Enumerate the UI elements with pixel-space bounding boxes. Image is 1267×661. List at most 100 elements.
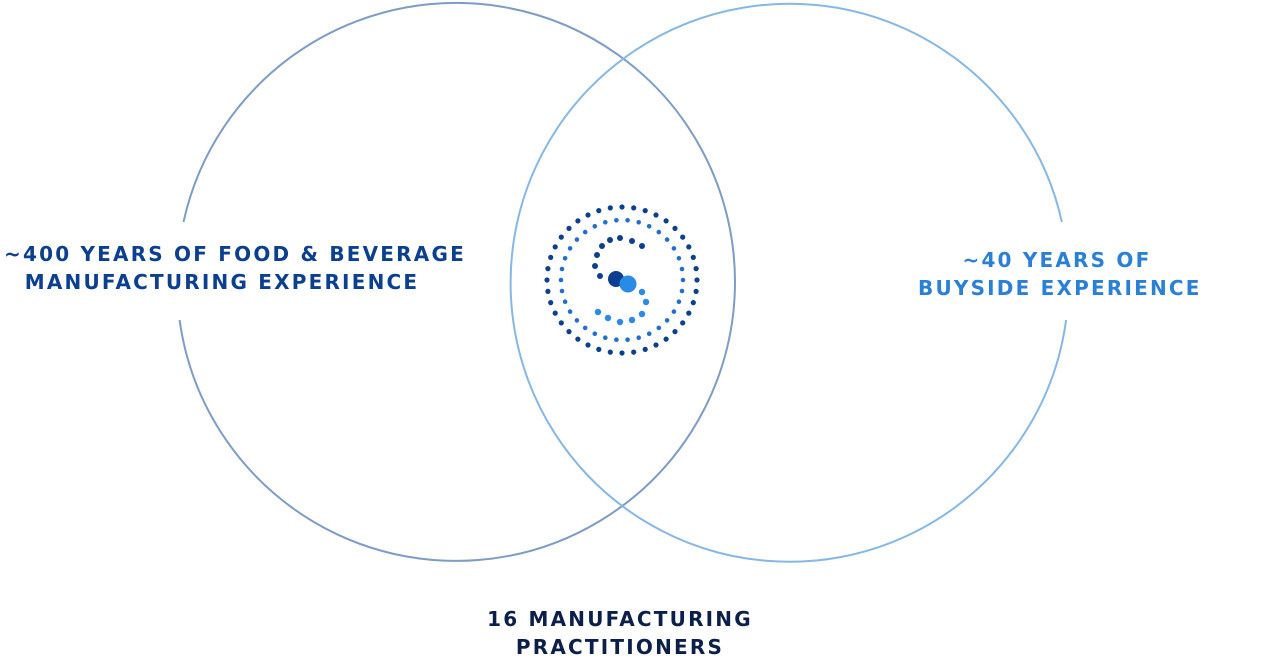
logo-inner-dot [646,331,652,337]
logo-inner-dot [559,288,565,294]
logo-inner-dot [574,318,580,323]
logo-outer-dot [545,288,551,294]
dotted-spiral-logo-icon [544,204,700,356]
logo-outer-dot [693,288,699,294]
logo-inner-dot [676,299,682,305]
logo-inner-dot [614,218,619,223]
logo-s-dot [594,252,600,258]
right-set-label-line-2: BUYSIDE EXPERIENCE [918,276,1202,300]
logo-inner-dot [636,220,641,225]
logo-outer-dot [686,310,692,316]
logo-outer-dot [575,218,581,224]
logo-outer-dot [619,350,625,356]
logo-inner-dot [559,266,565,272]
logo-inner-dot [592,224,598,229]
left-set-label-line-1: ~400 YEARS OF FOOD & BEVERAGE [4,242,466,266]
logo-outer-dot [607,349,613,355]
logo-inner-dot [679,266,685,272]
left-set-circle [178,1,736,562]
logo-outer-dot [672,225,678,231]
logo-s-dot [628,316,636,324]
logo-s-dot [629,238,635,244]
logo-outer-dot [607,205,613,211]
logo-inner-dot [558,277,564,283]
logo-outer-dot [672,329,678,335]
logo-outer-dot [642,208,648,214]
logo-inner-dot [671,309,677,314]
logo-outer-dot [548,254,554,260]
logo-outer-dot [575,336,581,342]
logo-inner-dot [614,337,619,343]
logo-s-dot [616,318,624,326]
logo-outer-dot [566,329,572,335]
logo-inner-dot [574,237,580,242]
logo-inner-dot [664,237,670,242]
logo-inner-dot [603,335,608,341]
logo-inner-dot [562,255,568,261]
logo-inner-dot [676,255,682,261]
logo-outer-dot [596,346,602,352]
logo-outer-dot [653,342,659,348]
logo-inner-dot [656,229,662,235]
logo-outer-dot [544,277,550,283]
intersection-label-line-1: 16 MANUFACTURING [487,607,753,631]
logo-inner-dot [625,337,630,343]
logo-center-dot [619,275,637,293]
logo-outer-dot [631,205,637,211]
logo-inner-dot [592,331,598,337]
logo-inner-dot [646,224,652,229]
logo-s-dot [604,314,612,322]
logo-outer-dot [596,208,602,214]
logo-inner-dot [636,335,641,341]
logo-s-dot [607,237,613,243]
logo-outer-dot [663,218,669,224]
logo-inner-dot [656,325,662,331]
right-set-circle [509,2,1068,563]
logo-outer-dot [619,204,625,210]
logo-inner-dot [625,218,630,223]
logo-outer-dot [690,254,696,260]
logo-s-dot [617,235,623,241]
logo-inner-dot [582,325,588,331]
logo-inner-dot [664,318,670,323]
logo-inner-dot [567,309,573,314]
logo-outer-dot [694,277,700,283]
logo-inner-dot [582,229,588,235]
logo-outer-dot [642,346,648,352]
logo-outer-dot [552,244,558,250]
logo-outer-dot [690,300,696,306]
logo-inner-dot [562,299,568,305]
intersection-label-line-2: PRACTITIONERS [515,635,725,659]
intersection-label: 16 MANUFACTURING PRACTITIONERS [470,605,770,661]
logo-outer-dot [552,310,558,316]
logo-outer-dot [693,266,699,272]
logo-s-dot [642,298,650,306]
right-set-label-line-1: ~40 YEARS OF [962,248,1152,272]
right-set-label: ~40 YEARS OF BUYSIDE EXPERIENCE [918,246,1202,302]
logo-s-dot [639,243,645,249]
logo-s-dot [594,308,602,316]
logo-inner-dot [567,246,573,251]
logo-outer-dot [566,225,572,231]
logo-outer-dot [558,320,564,326]
logo-outer-dot [558,234,564,240]
left-set-label-line-2: MANUFACTURING EXPERIENCE [24,270,420,294]
logo-outer-dot [631,349,637,355]
logo-s-dot [597,273,603,279]
left-set-label: ~400 YEARS OF FOOD & BEVERAGE MANUFACTUR… [4,240,466,296]
logo-outer-dot [686,244,692,250]
logo-outer-dot [585,212,591,218]
logo-outer-dot [548,300,554,306]
logo-outer-dot [545,266,551,272]
logo-s-dot [638,288,646,296]
logo-inner-dot [679,288,685,294]
logo-s-dot [638,310,646,318]
logo-inner-dot [603,220,608,225]
logo-outer-dot [680,320,686,326]
logo-s-dot [599,243,605,249]
logo-s-dot [592,263,598,269]
logo-outer-dot [680,234,686,240]
logo-inner-dot [680,277,686,283]
logo-inner-dot [671,246,677,251]
